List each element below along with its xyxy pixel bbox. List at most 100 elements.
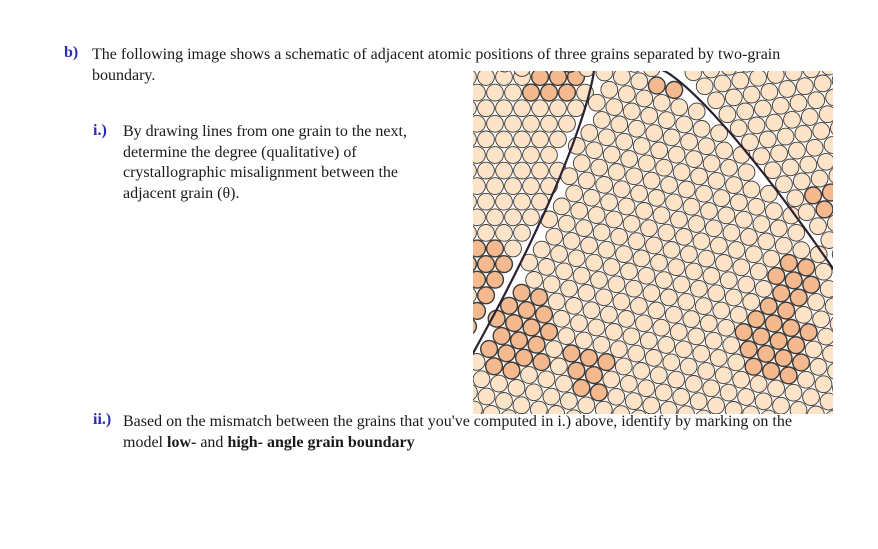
atom-circle <box>522 318 541 337</box>
atom-circle <box>602 258 621 276</box>
atom-circle <box>547 405 566 415</box>
atom-circle <box>764 314 783 333</box>
atom-circle <box>504 239 522 258</box>
atom-circle <box>614 357 633 376</box>
atom-circle <box>697 249 716 268</box>
atom-circle <box>587 206 606 224</box>
atom-circle <box>692 232 711 251</box>
atom-circle <box>804 186 823 205</box>
atom-circle <box>754 392 773 411</box>
atom-circle <box>521 83 541 102</box>
atom-circle <box>570 201 589 220</box>
atom-circle <box>509 331 529 350</box>
atom-circle <box>585 141 604 160</box>
atom-circle <box>704 331 723 350</box>
atom-circle <box>560 279 578 298</box>
atom-circle <box>486 177 504 195</box>
atom-circle <box>630 184 648 203</box>
atom-circle <box>547 292 566 311</box>
atom-circle <box>476 286 496 305</box>
atom-circle <box>472 177 486 195</box>
atom-circle <box>537 258 556 276</box>
atom-circle <box>477 387 496 406</box>
atom-circle <box>672 388 691 406</box>
atom-circle <box>725 176 743 194</box>
atom-circle <box>578 70 596 77</box>
atom-circle <box>602 145 621 164</box>
atom-circle <box>632 137 651 155</box>
atom-circle <box>695 409 712 415</box>
atom-circle <box>492 326 511 346</box>
atom-circle <box>567 249 586 268</box>
atom-circle <box>654 383 673 402</box>
atom-circle <box>613 70 631 86</box>
atom-circle <box>796 77 814 96</box>
atom-circle <box>665 193 683 212</box>
atom-circle <box>660 176 678 194</box>
atom-circle <box>742 293 761 311</box>
atom-circle <box>477 192 495 211</box>
atom-circle <box>635 202 653 220</box>
atom-circle <box>670 98 689 117</box>
atom-circle <box>742 405 760 415</box>
atom-circle <box>819 392 834 411</box>
atom-circle <box>504 208 522 227</box>
atom-circle <box>557 214 576 233</box>
atom-circle <box>537 370 556 389</box>
atom-circle <box>624 392 643 410</box>
atom-circle <box>824 297 834 316</box>
atom-circle <box>502 361 521 380</box>
atom-circle <box>822 345 834 363</box>
atom-circle <box>821 70 834 76</box>
atom-circle <box>730 193 748 212</box>
atom-circle <box>719 383 738 402</box>
atom-circle <box>742 85 761 104</box>
atom-circle <box>799 155 818 174</box>
atom-circle <box>577 171 596 190</box>
atom-circle <box>720 70 738 76</box>
atom-circle <box>697 362 716 380</box>
atom-circle <box>659 400 678 415</box>
atom-circle <box>635 89 654 108</box>
atom-circle <box>792 172 811 191</box>
atom-circle <box>655 158 673 177</box>
atom-circle <box>757 344 776 363</box>
atom-circle <box>807 293 825 311</box>
part-ii-text-mid: and <box>196 434 228 451</box>
atom-circle <box>572 378 591 398</box>
atom-circle <box>472 70 477 85</box>
atom-circle <box>625 167 644 186</box>
atom-circle <box>759 297 778 316</box>
atom-circle <box>812 122 831 140</box>
atom-circle <box>736 102 755 121</box>
atom-circle <box>472 287 477 304</box>
atom-circle <box>600 80 619 99</box>
atom-circle <box>530 70 550 87</box>
atom-circle <box>667 145 686 164</box>
atom-circle <box>472 370 491 389</box>
atom-circle <box>630 72 649 91</box>
atom-circle <box>729 305 748 324</box>
atom-circle <box>819 280 834 298</box>
atom-circle <box>662 353 681 372</box>
atom-circle <box>565 184 584 203</box>
atom-circle <box>531 161 549 180</box>
atom-circle <box>472 270 487 289</box>
atom-circle <box>799 323 818 342</box>
atom-circle <box>722 223 741 242</box>
atom-circle <box>762 362 781 381</box>
atom-circle <box>540 114 558 133</box>
atom-circle <box>792 241 811 259</box>
atom-circle <box>472 100 477 117</box>
atom-circle <box>769 331 788 350</box>
atom-circle <box>512 396 531 415</box>
atom-circle <box>620 150 639 168</box>
atom-circle <box>520 366 538 384</box>
atom-circle <box>675 115 694 134</box>
atom-circle <box>477 161 495 180</box>
atom-circle <box>472 131 477 148</box>
atom-circle <box>713 74 732 93</box>
atom-circle <box>674 340 693 359</box>
atom-circle <box>684 70 703 82</box>
atom-circle <box>632 362 651 380</box>
